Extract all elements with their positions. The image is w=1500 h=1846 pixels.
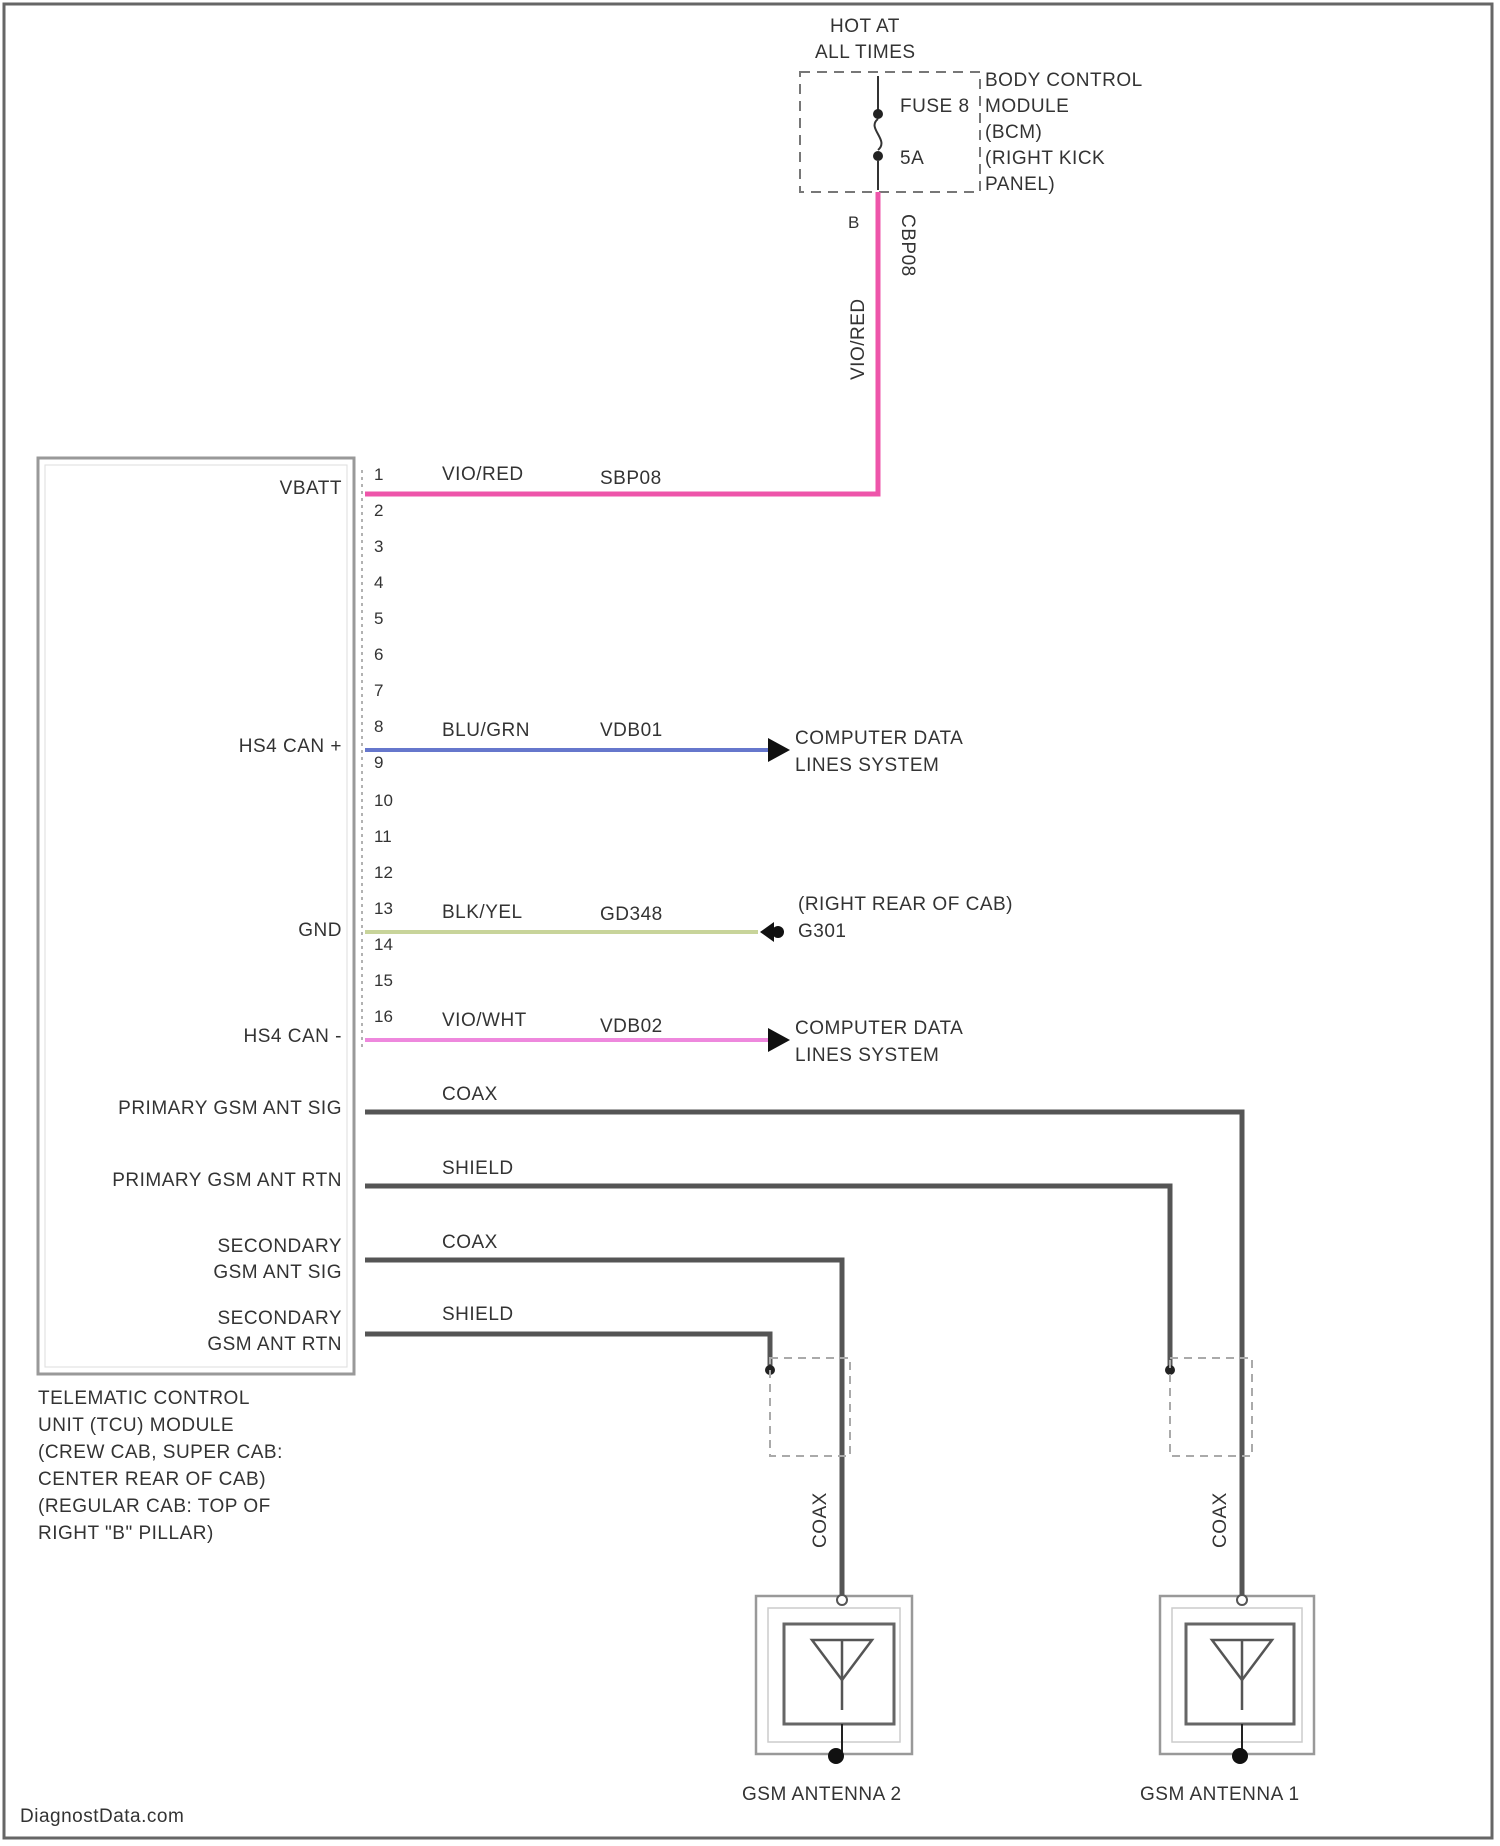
gsm-antenna-1: GSM ANTENNA 1 [1140, 1595, 1314, 1805]
can-plus-wire-group: BLU/GRN VDB01 COMPUTER DATA LINES SYSTEM [365, 720, 963, 776]
pin-label-can-plus: HS4 CAN + [239, 736, 342, 757]
pin-number: 5 [374, 609, 383, 628]
pin-number: 9 [374, 753, 383, 772]
gnd-wire-group: BLK/YEL GD348 (RIGHT REAR OF CAB) G301 [365, 894, 1013, 942]
pin-label-secondary-sig-2: GSM ANT SIG [213, 1262, 342, 1283]
vbatt-wire [365, 192, 878, 494]
antenna-2-label: GSM ANTENNA 2 [742, 1784, 902, 1805]
pin-number: 7 [374, 681, 383, 700]
fuse-rating: 5A [900, 148, 924, 169]
can-minus-wire-color: VIO/WHT [442, 1010, 527, 1031]
primary-rtn-label: SHIELD [442, 1158, 514, 1179]
gnd-circuit: GD348 [600, 904, 663, 925]
can-minus-wire-group: VIO/WHT VDB02 COMPUTER DATA LINES SYSTEM [365, 1010, 963, 1066]
tcu-module: 1 2 3 4 5 6 7 8 9 10 11 12 13 14 15 16 V… [38, 458, 393, 1544]
coax-vertical-left: COAX [810, 1492, 831, 1548]
pin-label-primary-rtn: PRIMARY GSM ANT RTN [112, 1170, 342, 1191]
pin-number: 10 [374, 791, 393, 810]
tcu-description-line: TELEMATIC CONTROL [38, 1388, 250, 1409]
tcu-description-line: UNIT (TCU) MODULE [38, 1415, 234, 1436]
tcu-description-line: (REGULAR CAB: TOP OF [38, 1496, 271, 1517]
bcm-dashed-box [800, 72, 980, 192]
pin-label-secondary-rtn-2: GSM ANT RTN [207, 1334, 342, 1355]
antenna-ground-point [828, 1748, 844, 1764]
vbatt-wire-color: VIO/RED [442, 464, 524, 485]
bcm-output-pin: B [848, 213, 859, 232]
gnd-arrow [760, 922, 774, 942]
secondary-rtn-shield [365, 1334, 770, 1370]
gsm-antenna-2: GSM ANTENNA 2 [742, 1595, 912, 1805]
primary-sig-label: COAX [442, 1084, 498, 1105]
pin-number: 6 [374, 645, 383, 664]
secondary-rtn-label: SHIELD [442, 1304, 514, 1325]
gnd-id: G301 [798, 921, 846, 942]
pin-number: 3 [374, 537, 383, 556]
gnd-location: (RIGHT REAR OF CAB) [798, 894, 1013, 915]
gnd-wire-color: BLK/YEL [442, 902, 523, 923]
pin-number: 11 [374, 827, 392, 846]
pin-label-vbatt: VBATT [280, 478, 342, 499]
pin-number: 12 [374, 863, 393, 882]
coax-vertical-right: COAX [1210, 1492, 1231, 1548]
pin-number: 1 [374, 465, 383, 484]
pin-label-primary-sig: PRIMARY GSM ANT SIG [118, 1098, 342, 1119]
pin-number: 16 [374, 1007, 393, 1026]
vbatt-circuit: SBP08 [600, 468, 662, 489]
pin-label-secondary-sig-1: SECONDARY [217, 1236, 342, 1257]
antenna-wires [365, 1112, 1242, 1600]
tcu-description-line: CENTER REAR OF CAB) [38, 1469, 266, 1490]
pin-label-can-minus: HS4 CAN - [244, 1026, 342, 1047]
diagram-frame [4, 4, 1492, 1838]
all-times-label: ALL TIMES [815, 42, 916, 63]
bcm-line-3: (BCM) [985, 122, 1042, 143]
antenna-1-label: GSM ANTENNA 1 [1140, 1784, 1300, 1805]
pin-label-gnd: GND [298, 920, 342, 941]
tcu-description-line: (CREW CAB, SUPER CAB: [38, 1442, 283, 1463]
can-minus-destination-1: COMPUTER DATA [795, 1018, 963, 1039]
vertical-wire-color: VIO/RED [848, 298, 869, 380]
bcm-line-1: BODY CONTROL [985, 70, 1143, 91]
pin-label-secondary-rtn-1: SECONDARY [217, 1308, 342, 1329]
fuse-name: FUSE 8 [900, 96, 970, 117]
bcm-line-4: (RIGHT KICK [985, 148, 1105, 169]
fuse-top-terminal [873, 109, 883, 119]
secondary-sig-label: COAX [442, 1232, 498, 1253]
fuse-bottom-terminal [873, 151, 883, 161]
tcu-description-line: RIGHT "B" PILLAR) [38, 1523, 214, 1544]
vertical-circuit-label: CBP08 [897, 214, 918, 277]
can-plus-destination-1: COMPUTER DATA [795, 728, 963, 749]
secondary-antenna-connector [770, 1358, 850, 1456]
fuse-symbol [875, 119, 882, 150]
ground-point [772, 926, 784, 938]
pin-number: 2 [374, 501, 383, 520]
can-plus-destination-2: LINES SYSTEM [795, 755, 939, 776]
pin-number: 13 [374, 899, 393, 918]
can-plus-arrow [768, 738, 790, 762]
pin-number: 4 [374, 573, 383, 592]
bcm-line-5: PANEL) [985, 174, 1055, 195]
hot-at-label: HOT AT [830, 16, 900, 37]
can-minus-arrow [768, 1028, 790, 1052]
pin-number: 14 [374, 935, 393, 954]
fuse-block: HOT AT ALL TIMES FUSE 8 5A BODY CONTROL … [800, 16, 1143, 380]
can-plus-circuit: VDB01 [600, 720, 663, 741]
can-plus-wire-color: BLU/GRN [442, 720, 530, 741]
can-minus-circuit: VDB02 [600, 1016, 663, 1037]
can-minus-destination-2: LINES SYSTEM [795, 1045, 939, 1066]
pin-number: 15 [374, 971, 393, 990]
bcm-line-2: MODULE [985, 96, 1069, 117]
pin-number: 8 [374, 717, 383, 736]
watermark: DiagnostData.com [20, 1806, 184, 1827]
antenna-ground-point [1232, 1748, 1248, 1764]
